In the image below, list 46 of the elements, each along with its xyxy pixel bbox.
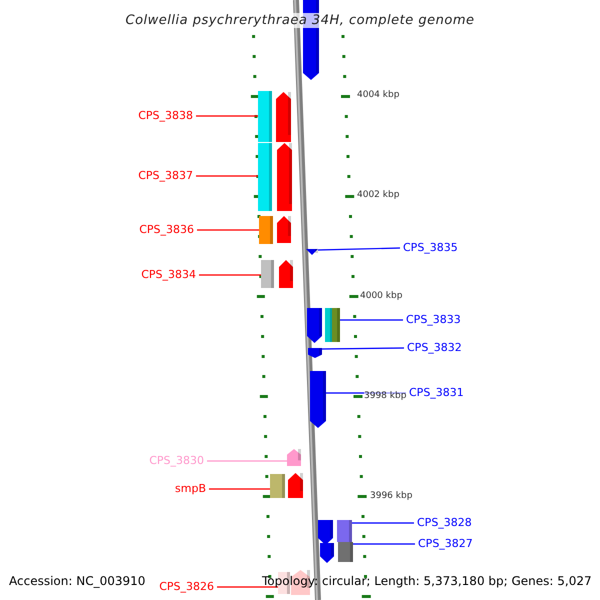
gene-feature-block [287, 449, 301, 466]
title: Colwellia psychrerythraea 34H, complete genome [126, 13, 474, 28]
gene-label: CPS_3834 [141, 268, 196, 281]
gene-feature-block [258, 91, 291, 142]
gene-label: CPS_3830 [149, 454, 204, 467]
leader-line [217, 586, 278, 588]
leader-line [322, 347, 404, 350]
scale-label: 4002 kbp [357, 190, 400, 200]
gene-label: CPS_3831 [409, 386, 464, 399]
scale-label: 4000 kbp [360, 291, 402, 301]
leader-line [318, 247, 400, 251]
scale-label: 3998 kbp [364, 391, 406, 401]
gene-label: CPS_3835 [403, 241, 458, 254]
gene-feature-block [258, 143, 292, 211]
gene-label: CPS_3827 [418, 537, 473, 550]
gene-feature-block [310, 371, 326, 428]
footer-note: Topology: circular; Length: 5,373,180 bp; Genes: 5,027 [262, 574, 592, 588]
leader-line [197, 229, 259, 231]
scale-label: 3996 kbp [370, 491, 412, 501]
leader-line [209, 488, 270, 490]
leader-line [207, 460, 287, 462]
gene-label: CPS_3837 [138, 169, 193, 182]
gene-feature-block [320, 542, 353, 563]
leader-line [199, 274, 261, 276]
scale-label: 4004 kbp [357, 90, 400, 100]
gene-label: CPS_3833 [406, 313, 461, 326]
leader-line [326, 392, 406, 394]
gene-feature-block [307, 308, 340, 343]
footer-note: Accession: NC_003910 [9, 574, 146, 588]
gene-feature-block [318, 520, 352, 545]
gene-feature-block [270, 473, 303, 498]
gene-feature-block [308, 348, 322, 358]
leader-line [196, 115, 258, 117]
gene-label: CPS_3838 [138, 109, 193, 122]
gene-label: CPS_3828 [417, 516, 472, 529]
gene-feature-block [259, 216, 291, 244]
gene-label: CPS_3836 [139, 223, 194, 236]
gene-feature-block [261, 260, 293, 288]
leader-line [196, 175, 258, 177]
leader-line [340, 319, 403, 321]
gene-label: CPS_3826 [159, 580, 214, 593]
leader-line [353, 543, 415, 545]
gene-label: CPS_3832 [407, 341, 462, 354]
leader-line [352, 522, 414, 524]
gene-feature-block [306, 249, 318, 255]
gene-label: smpB [175, 482, 206, 495]
